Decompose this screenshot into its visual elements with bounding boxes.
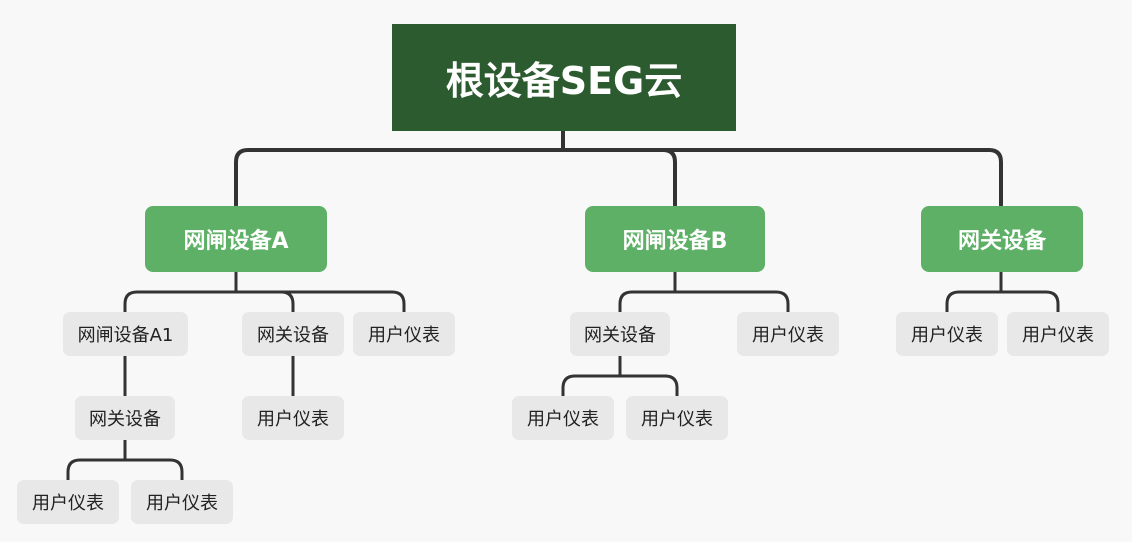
connector-branch-gateway [945, 270, 1060, 314]
branch-node-gate-a[interactable]: 网闸设备A [145, 206, 327, 272]
connector-root-branches [234, 129, 1003, 207]
node-b-gateway[interactable]: 网关设备 [570, 312, 670, 356]
branch-node-gate-b[interactable]: 网闸设备B [585, 206, 765, 272]
node-a1-gateway[interactable]: 网关设备 [75, 396, 175, 440]
node-a-gateway-meter[interactable]: 用户仪表 [242, 396, 344, 440]
node-a1-gateway-meter-1[interactable]: 用户仪表 [17, 480, 119, 524]
node-a1-gateway-meter-2[interactable]: 用户仪表 [131, 480, 233, 524]
node-a-gateway[interactable]: 网关设备 [242, 312, 344, 356]
branch-node-gateway[interactable]: 网关设备 [921, 206, 1083, 272]
node-gate-a1[interactable]: 网闸设备A1 [63, 312, 188, 356]
connector-a1-gateway-meters [66, 438, 184, 482]
node-gateway-meter-1[interactable]: 用户仪表 [896, 312, 998, 356]
connector-branch-b [618, 270, 790, 314]
node-b-gateway-meter-2[interactable]: 用户仪表 [626, 396, 728, 440]
root-node[interactable]: 根设备SEG云 [392, 24, 736, 131]
node-gateway-meter-2[interactable]: 用户仪表 [1007, 312, 1109, 356]
connector-b-gateway-meters [561, 354, 679, 398]
node-b-meter[interactable]: 用户仪表 [737, 312, 839, 356]
node-b-gateway-meter-1[interactable]: 用户仪表 [512, 396, 614, 440]
connector-branch-a [123, 270, 406, 314]
node-a-meter[interactable]: 用户仪表 [353, 312, 455, 356]
